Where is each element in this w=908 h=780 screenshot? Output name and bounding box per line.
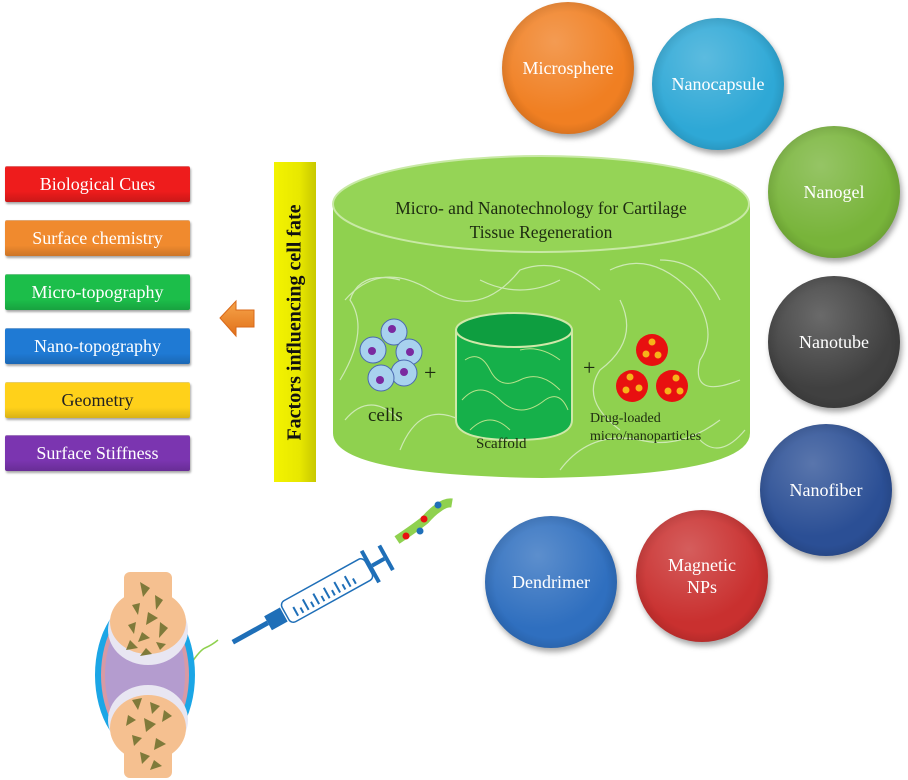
- injected-hydrogel-strand-icon: [394, 498, 453, 544]
- label-line1: Magnetic: [668, 554, 736, 575]
- nanocarrier-dendrimer: Dendrimer: [485, 516, 617, 648]
- plus-sign-2: +: [583, 355, 596, 380]
- nanocarrier-microsphere: Microsphere: [502, 2, 634, 134]
- factor-nano-topography: Nano-topography: [5, 328, 190, 364]
- factor-label: Nano-topography: [34, 336, 161, 356]
- factor-biological-cues: Biological Cues: [5, 166, 190, 202]
- factor-label: Micro-topography: [31, 282, 164, 302]
- label-line2: NPs: [686, 577, 717, 597]
- nanocarrier-label: Dendrimer: [512, 571, 590, 592]
- cylinder-title-line2: Tissue Regeneration: [469, 222, 613, 242]
- cylinder-title-line1: Micro- and Nanotechnology for Cartilage: [395, 198, 687, 218]
- plus-sign-1: +: [424, 360, 437, 385]
- particles-label-line1: Drug-loaded: [590, 411, 661, 426]
- nanocarrier-label: Nanocapsule: [671, 73, 765, 94]
- nanocarrier-label: Nanofiber: [789, 479, 863, 500]
- cells-cluster: [359, 318, 423, 392]
- scaffold-label: Scaffold: [476, 436, 527, 452]
- knee-joint-icon: [95, 572, 195, 778]
- nanocarrier-nanofiber: Nanofiber: [760, 424, 892, 556]
- nanocarrier-nanogel: Nanogel: [768, 126, 900, 258]
- needle-trace: [189, 639, 219, 666]
- factor-surface-chemistry: Surface chemistry: [5, 220, 190, 256]
- factor-micro-topography: Micro-topography: [5, 274, 190, 310]
- scaffold-icon: [455, 312, 573, 442]
- factors-title: Factors influencing cell fate: [283, 203, 306, 441]
- factors-title-bar: Factors influencing cell fate: [274, 162, 316, 482]
- factor-label: Surface chemistry: [32, 228, 163, 248]
- cells-label: cells: [368, 405, 403, 426]
- nanocarrier-label: Nanogel: [803, 181, 865, 202]
- drug-particles: [616, 334, 688, 402]
- particles-label: Drug-loaded micro/nanoparticles: [590, 410, 701, 446]
- particles-label-line2: micro/nanoparticles: [590, 429, 702, 444]
- factor-label: Biological Cues: [39, 174, 156, 194]
- factor-label: Geometry: [61, 390, 134, 410]
- nanocarrier-label: Nanotube: [799, 331, 869, 352]
- factor-surface-stiffness: Surface Stiffness: [5, 435, 190, 471]
- nanocarrier-label: Microsphere: [522, 57, 614, 78]
- syringe-icon: [231, 544, 395, 645]
- factor-label: Surface Stiffness: [36, 443, 159, 463]
- factor-geometry: Geometry: [5, 382, 190, 418]
- nanocarrier-nanocapsule: Nanocapsule: [652, 18, 784, 150]
- left-arrow-icon: [219, 299, 255, 338]
- nanocarrier-nanotube: Nanotube: [768, 276, 900, 408]
- cylinder-title: Micro- and Nanotechnology for Cartilage …: [345, 196, 737, 244]
